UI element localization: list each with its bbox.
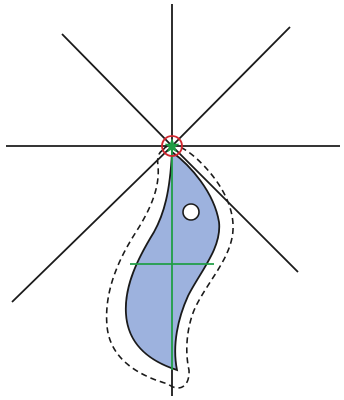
hole-circle — [182, 203, 200, 221]
dashed-offset-outline — [105, 144, 234, 389]
diagonal-line-lower-right — [171, 145, 299, 273]
pivot-star-icon — [164, 138, 180, 153]
pivot-ring — [161, 135, 183, 157]
green-axes — [130, 148, 214, 370]
diagonal-line-down-left — [61, 33, 173, 147]
diagonal-line-lower-left — [11, 145, 173, 303]
diagonal-line-upper-right — [171, 26, 291, 147]
pivot-marker — [161, 135, 183, 157]
